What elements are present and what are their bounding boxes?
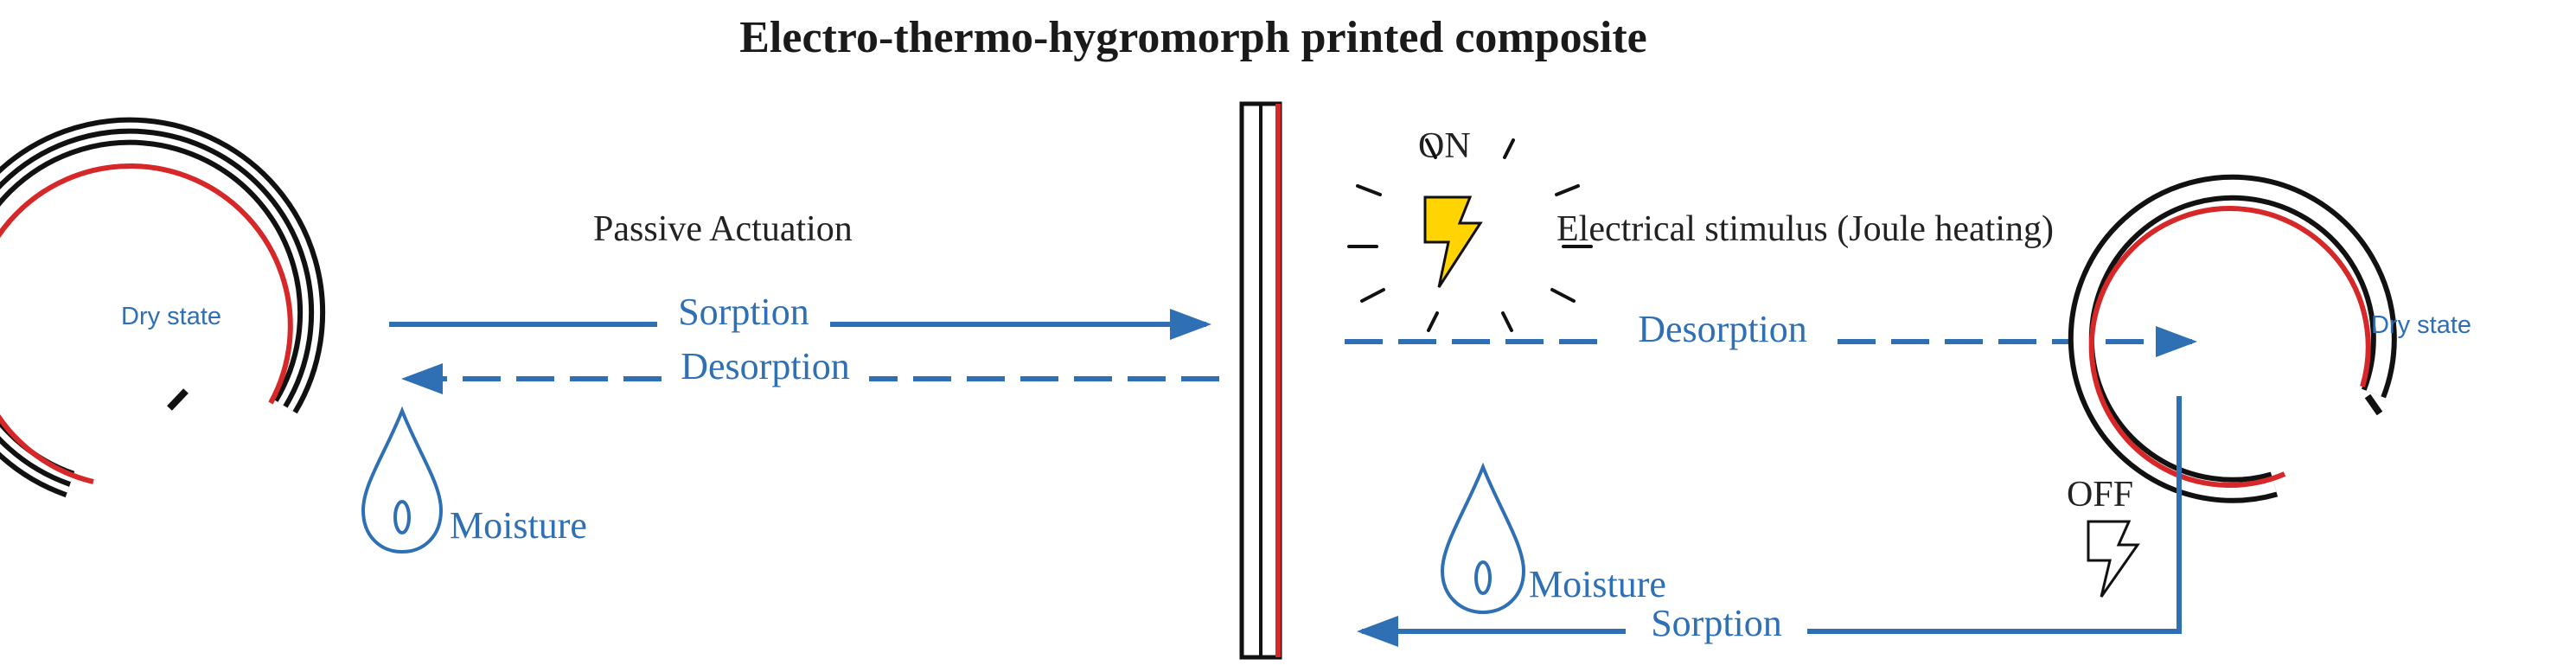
water-drop-icon: [1440, 462, 1526, 615]
right-sorption-arrow: Sorption: [1357, 396, 2182, 647]
passive-actuation-label: Passive Actuation: [593, 209, 853, 249]
diagram-title: Electro-thermo-hygromorph printed compos…: [739, 13, 1646, 62]
left-curled-composite: Dry state: [0, 117, 326, 498]
lightning-bolt-icon: [1423, 195, 1483, 288]
flat-composite-strip: [1239, 101, 1282, 660]
switch-on-label: ON: [1418, 126, 1471, 166]
right-desorption-label: Desorption: [1638, 308, 1807, 350]
left-state-label: Dry state: [121, 303, 221, 330]
left-moisture-label: Moisture: [450, 504, 587, 547]
right-moisture-drop: Moisture: [1440, 462, 1666, 615]
right-moisture-label: Moisture: [1529, 563, 1666, 605]
water-drop-icon: [361, 406, 444, 554]
right-curled-composite: Dry state: [2068, 174, 2471, 503]
switch-off-label: OFF: [2067, 475, 2133, 515]
right-state-label: Dry state: [2371, 311, 2471, 339]
electrical-stimulus-label: Electrical stimulus (Joule heating): [1556, 209, 2054, 249]
left-desorption-arrow: Desorption: [401, 345, 1219, 394]
left-sorption-label: Sorption: [678, 291, 809, 333]
lightning-bolt-icon: [2087, 520, 2140, 598]
left-sorption-arrow: Sorption: [389, 291, 1211, 340]
left-moisture-drop: Moisture: [361, 406, 587, 554]
ray-lines: [1347, 138, 1593, 332]
right-sorption-label: Sorption: [1651, 602, 1782, 644]
left-desorption-label: Desorption: [681, 345, 850, 387]
right-desorption-arrow: Desorption: [1345, 308, 2197, 357]
switch-on-indicator: ON: [1347, 126, 1593, 332]
switch-off-indicator: OFF: [2067, 475, 2140, 598]
